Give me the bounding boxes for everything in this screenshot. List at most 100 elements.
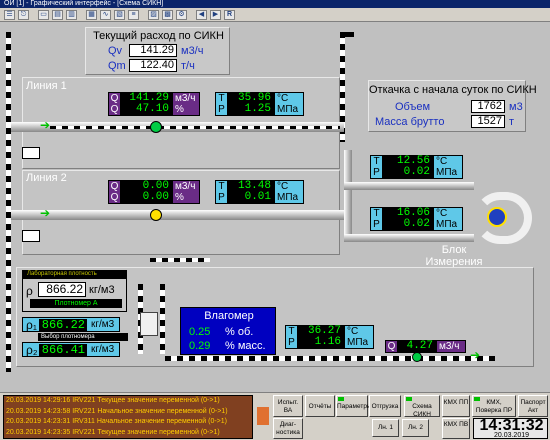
diag-button[interactable]: Диаг- ностика [273, 418, 303, 439]
line1-q-units: м3/ч% [172, 92, 200, 116]
line1-button[interactable]: Лн. 1 [372, 419, 399, 437]
rho2-block: ρ₁ 866.22 кг/м3 [22, 317, 120, 332]
left-pipe [6, 32, 11, 372]
scheme-led [406, 397, 412, 401]
rho1-symbol: ρ [26, 284, 33, 298]
table-icon[interactable]: ▧ [114, 10, 125, 20]
scheme-button[interactable]: Схема СИКН [404, 395, 440, 418]
ispyt-button[interactable]: Испыт. ВА [273, 395, 303, 417]
mass-unit: т [509, 116, 515, 128]
line2-title: Линия 2 [26, 172, 67, 184]
densimeter-icon[interactable] [140, 312, 158, 336]
pumpout-panel: Откачка с начала суток по СИКН Объем 176… [368, 80, 537, 132]
line2-filter-icon[interactable] [22, 230, 40, 242]
moisture-title: Влагомер [204, 310, 254, 322]
lab-density-label: Лабораторная плотность [22, 270, 127, 278]
chart-icon[interactable]: ▥ [66, 10, 77, 20]
trend-icon[interactable]: ∿ [100, 10, 111, 20]
window-icon[interactable]: ▭ [38, 10, 49, 20]
window-title: OИ [1] - Графический интерфейс - [Схема … [0, 0, 550, 8]
params-button[interactable]: Параметры [336, 395, 372, 417]
kmx-pv-button[interactable]: КМХ ПВ [442, 418, 470, 439]
mass-label: Масса брутто [375, 116, 445, 128]
volume-value: 1762 [471, 100, 505, 113]
rho3-block: ρ₂ 866.41 кг/м3 [22, 342, 120, 357]
volume-label: Объем [395, 101, 431, 113]
event-row: 20.03.2019 14:29:16 IRV221 Текущее значе… [6, 397, 220, 404]
event-log[interactable]: 20.03.2019 14:29:16 IRV221 Текущее значе… [3, 395, 253, 439]
mass-value: 1527 [471, 115, 505, 128]
bik-flow-arrow-icon: ➔ [470, 348, 481, 362]
density-select-label[interactable]: Выбор плотномера [38, 333, 128, 341]
menu-icon[interactable]: ☰ [4, 10, 15, 20]
line1-flowmeter-icon[interactable] [150, 121, 162, 133]
passport-button[interactable]: Паспорт Акт [518, 395, 548, 417]
clock-panel: 14:31:32 20.03.2019 [473, 417, 548, 439]
qv-unit: м3/ч [181, 45, 204, 57]
report-icon[interactable]: ▨ [148, 10, 159, 20]
event-row: 20.03.2019 14:23:58 IRV221 Начальное зна… [6, 407, 228, 415]
line2-flow-arrow-icon: ➔ [40, 206, 51, 220]
event-row: 20.03.2019 14:23:31 IRV311 Начальное зна… [6, 418, 227, 425]
line2-pipe [11, 210, 344, 220]
alarm-ack-icon[interactable] [257, 407, 269, 425]
current-flow-panel: Текущий расход по СИКН Qv 141.29 м3/ч Qm… [85, 27, 230, 75]
toolbar: ☰ ⎋ ▭ ▤ ▥ ▦ ∿ ▧ ≡ ▨ ▩ ⚙ ◀ ▶ R [0, 8, 550, 22]
qv-value: 141.29 [129, 44, 177, 57]
rho2-value: 866.22 [39, 319, 87, 331]
moisture-panel: Влагомер 0.25 % об. 0.29 % масс. [180, 307, 276, 355]
bik-q-label: Q [385, 340, 398, 353]
settings-icon[interactable]: ⚙ [176, 10, 187, 20]
qm-unit: т/ч [181, 60, 195, 72]
qv-label: Qv [108, 45, 123, 57]
pumpout-title: Откачка с начала суток по СИКН [369, 84, 537, 96]
line1-filter-icon[interactable] [22, 147, 40, 159]
clock-date: 20.03.2019 [493, 432, 530, 439]
scada-diagram: Текущий расход по СИКН Qv 141.29 м3/ч Qm… [0, 22, 550, 392]
line2-flowmeter-icon[interactable] [150, 209, 162, 221]
bik-flowmeter-icon[interactable] [412, 352, 422, 362]
prover-icon[interactable] [487, 207, 507, 227]
line2-button[interactable]: Лн. 2 [402, 419, 429, 437]
moisture-mass-value: 0.29 [189, 340, 211, 352]
shipment-button[interactable]: Отгрузка [369, 395, 401, 417]
kmx-pp-button[interactable]: КМХ ПП [442, 395, 470, 417]
current-flow-title: Текущий расход по СИКН [93, 30, 224, 42]
list-icon[interactable]: ≡ [128, 10, 139, 20]
outlet-pipe-vertical [340, 32, 345, 142]
bik-pipe [165, 356, 495, 361]
print-icon[interactable]: ▤ [52, 10, 63, 20]
back-arrow-icon[interactable]: ◀ [196, 10, 207, 20]
params-led [338, 397, 344, 401]
moisture-vol-value: 0.25 [189, 326, 211, 338]
moisture-vol-unit: % об. [225, 326, 254, 338]
qm-value: 122.40 [129, 59, 177, 72]
reports-button[interactable]: Отчёты [305, 395, 335, 417]
rho3-value: 866.41 [39, 344, 87, 356]
reset-button[interactable]: R [224, 10, 235, 20]
kmx-pr-led [474, 397, 480, 401]
kmx-pr-button[interactable]: КМХ, Поверка ПР [472, 395, 516, 417]
line1-q-label-box: Q Q [108, 92, 121, 116]
forward-arrow-icon[interactable]: ▶ [210, 10, 221, 20]
densimeter-label: Плотномер А [30, 299, 122, 308]
exit-icon[interactable]: ⎋ [18, 10, 29, 20]
grid-icon[interactable]: ▩ [162, 10, 173, 20]
event-row: 20.03.2019 14:23:35 IRV221 Текущее значе… [6, 428, 220, 436]
volume-unit: м3 [509, 101, 523, 113]
alarm-icon[interactable]: ▦ [86, 10, 97, 20]
